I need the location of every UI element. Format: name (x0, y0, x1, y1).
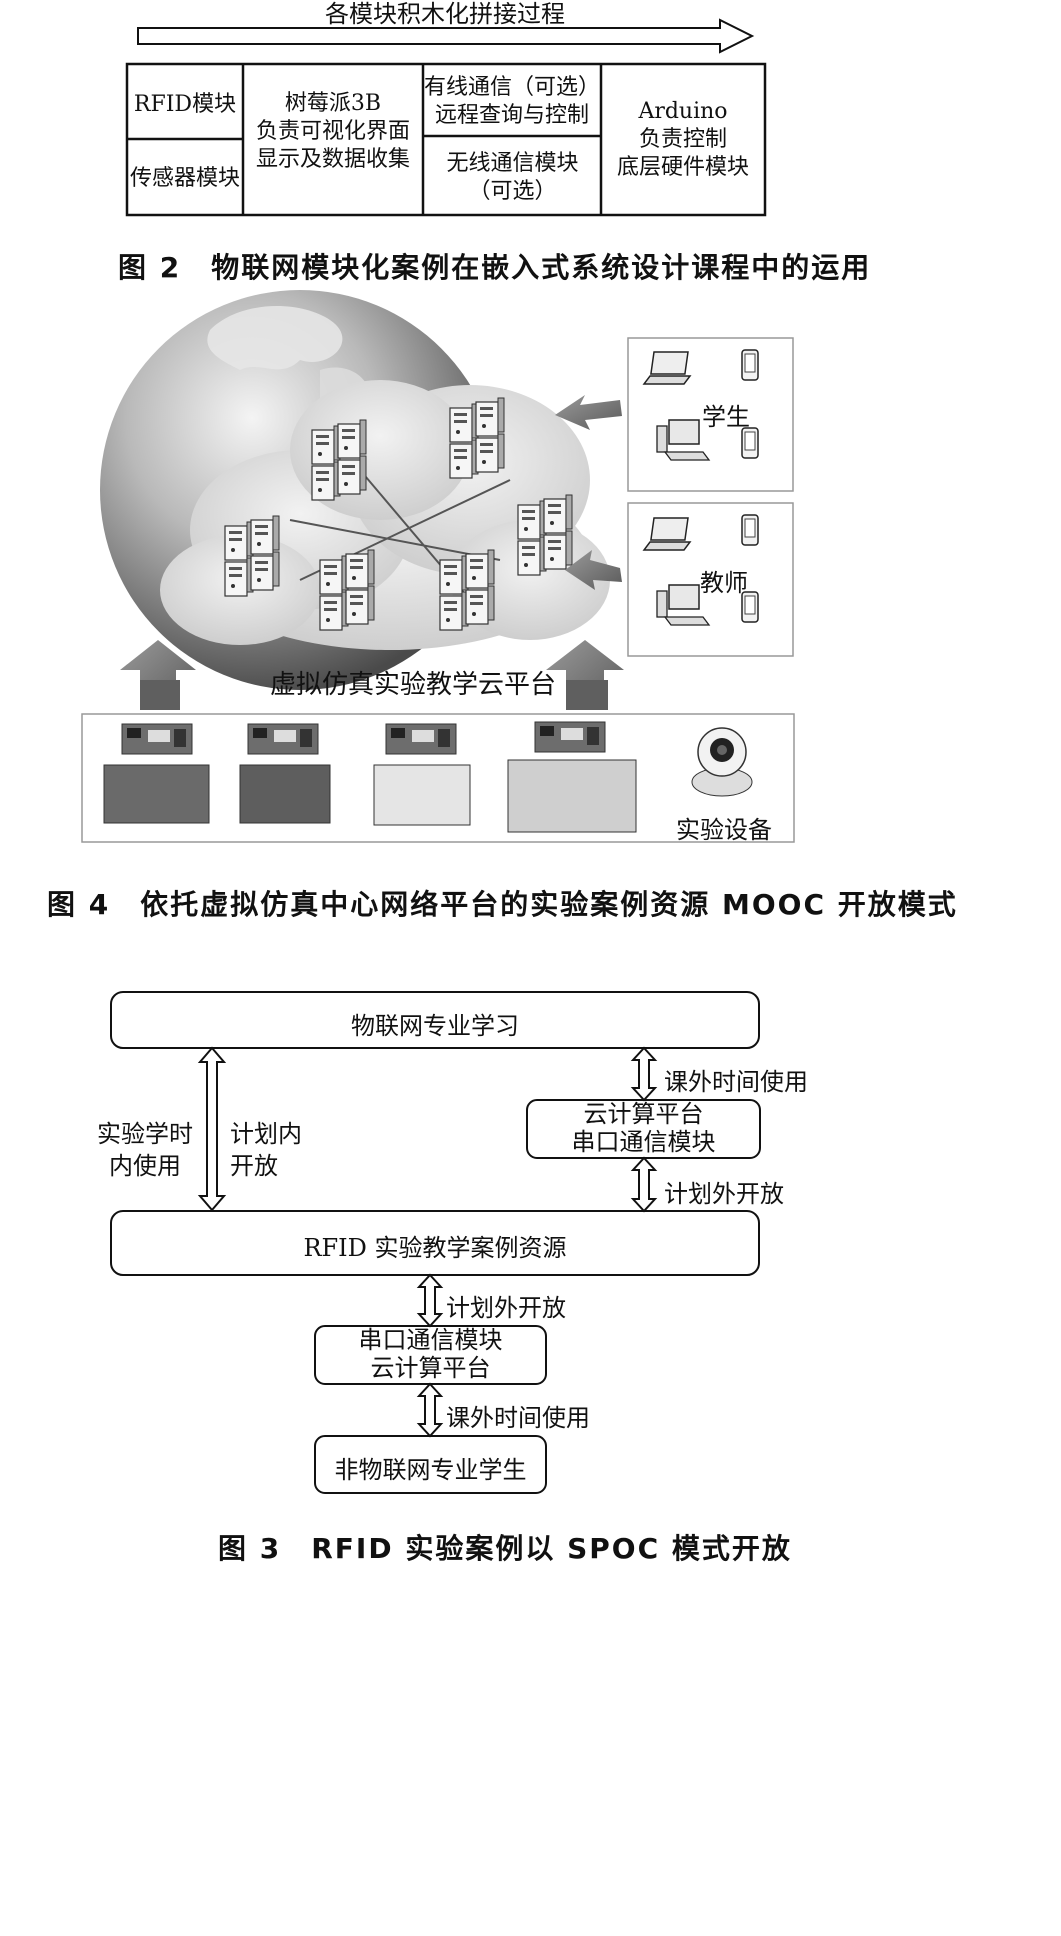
student-label: 学生 (702, 403, 750, 431)
fig2-cell-wireless: 无线通信模块 （可选） (424, 150, 601, 206)
cloud-platform-label: 虚拟仿真实验教学云平台 (270, 670, 557, 700)
dev-board-icon (239, 764, 331, 824)
fig2-pi-line1: 树莓派3B (284, 91, 382, 116)
trainer-kit-icon (373, 764, 471, 826)
circuit-board-icon (247, 723, 319, 755)
fig2-cell-pi: 树莓派3B 负责可视化界面 显示及数据收集 (244, 90, 422, 174)
fig2-arduino-line3: 底层硬件模块 (616, 155, 749, 180)
fig2-arrow (137, 18, 755, 54)
box-iot-major: 物联网专业学习 (351, 1012, 519, 1040)
box-serial-cloud-line2: 云计算平台 (370, 1354, 491, 1382)
fig2-wired-line1: 有线通信（可选） (423, 75, 600, 100)
box-rfid-resources: RFID 实验教学案例资源 (303, 1234, 567, 1262)
equipment-label: 实验设备 (676, 816, 772, 844)
arrow-icon (555, 395, 622, 430)
double-arrow-icon (416, 1273, 444, 1328)
double-arrow-icon (630, 1046, 658, 1102)
box-serial-cloud-line1: 串口通信模块 (358, 1326, 503, 1354)
box-cloud-serial: 云计算平台 串口通信模块 (527, 1100, 760, 1156)
label-planned-open: 计划内 开放 (230, 1118, 302, 1182)
box-cloud-serial-line1: 云计算平台 (583, 1100, 704, 1128)
dev-board-icon (103, 764, 210, 824)
label-in-class-use-line2: 内使用 (109, 1152, 181, 1180)
box-non-iot-students: 非物联网专业学生 (334, 1456, 527, 1484)
label-in-class-use-line1: 实验学时 (97, 1120, 193, 1148)
fig2-arrow-label: 各模块积木化拼接过程 (325, 0, 565, 28)
fig4-caption: 图 4 依托虚拟仿真中心网络平台的实验案例资源 MOOC 开放模式 (47, 888, 958, 921)
label-extracurricular-bottom: 课外时间使用 (446, 1404, 590, 1432)
teacher-label: 教师 (700, 569, 748, 597)
circuit-board-icon (534, 721, 606, 753)
fig2-cell-arduino: Arduino 负责控制 底层硬件模块 (602, 98, 764, 182)
fig2-arduino-line2: 负责控制 (638, 127, 727, 152)
arrow-icon (120, 640, 196, 710)
box-cloud-serial-line2: 串口通信模块 (571, 1128, 716, 1156)
circuit-board-icon (121, 723, 193, 755)
phone-icon (741, 427, 759, 459)
double-arrow-icon (197, 1046, 227, 1212)
sensor-kit-icon (507, 759, 637, 833)
arrow-icon (546, 640, 624, 710)
fig2-pi-line3: 显示及数据收集 (255, 147, 410, 172)
server-rack-icon (320, 550, 374, 630)
camera-icon (691, 727, 753, 797)
fig2-caption: 图 2 物联网模块化案例在嵌入式系统设计课程中的运用 (118, 251, 872, 284)
phone-icon (741, 514, 759, 546)
fig2-wireless-line1: 无线通信模块 (446, 151, 579, 176)
fig2-table (125, 62, 767, 217)
server-rack-icon (225, 516, 279, 596)
fig3-diagram (110, 991, 761, 1494)
fig2-pi-line2: 负责可视化界面 (255, 119, 410, 144)
label-unplanned-open-mid: 计划外开放 (446, 1294, 566, 1322)
double-arrow-icon (416, 1382, 444, 1438)
box-serial-cloud: 串口通信模块 云计算平台 (315, 1326, 546, 1382)
fig2-cell-rfid: RFID模块 (133, 92, 237, 117)
fig2-wired-line2: 远程查询与控制 (434, 103, 589, 128)
fig3-caption: 图 3 RFID 实验案例以 SPOC 模式开放 (218, 1532, 792, 1565)
fig2-arduino-line1: Arduino (638, 99, 728, 124)
arrow-icon (565, 550, 622, 590)
circuit-board-icon (385, 723, 457, 755)
label-in-class-use: 实验学时 内使用 (90, 1118, 200, 1182)
double-arrows (197, 1046, 658, 1438)
double-arrow-icon (630, 1156, 658, 1213)
fig2-cell-wired: 有线通信（可选） 远程查询与控制 (420, 74, 604, 130)
server-rack-icon (450, 398, 504, 478)
fig2-cell-sensor: 传感器模块 (129, 166, 240, 191)
server-rack-icon (312, 420, 366, 500)
label-planned-open-line1: 计划内 (230, 1120, 302, 1148)
server-rack-icon (518, 495, 572, 575)
label-extracurricular-top: 课外时间使用 (664, 1068, 808, 1096)
fig2-wireless-line2: （可选） (468, 179, 557, 204)
fig4-diagram (81, 290, 795, 843)
label-planned-open-line2: 开放 (230, 1152, 278, 1180)
label-unplanned-open-right: 计划外开放 (664, 1180, 784, 1208)
phone-icon (741, 349, 759, 381)
server-rack-icon (440, 550, 494, 630)
